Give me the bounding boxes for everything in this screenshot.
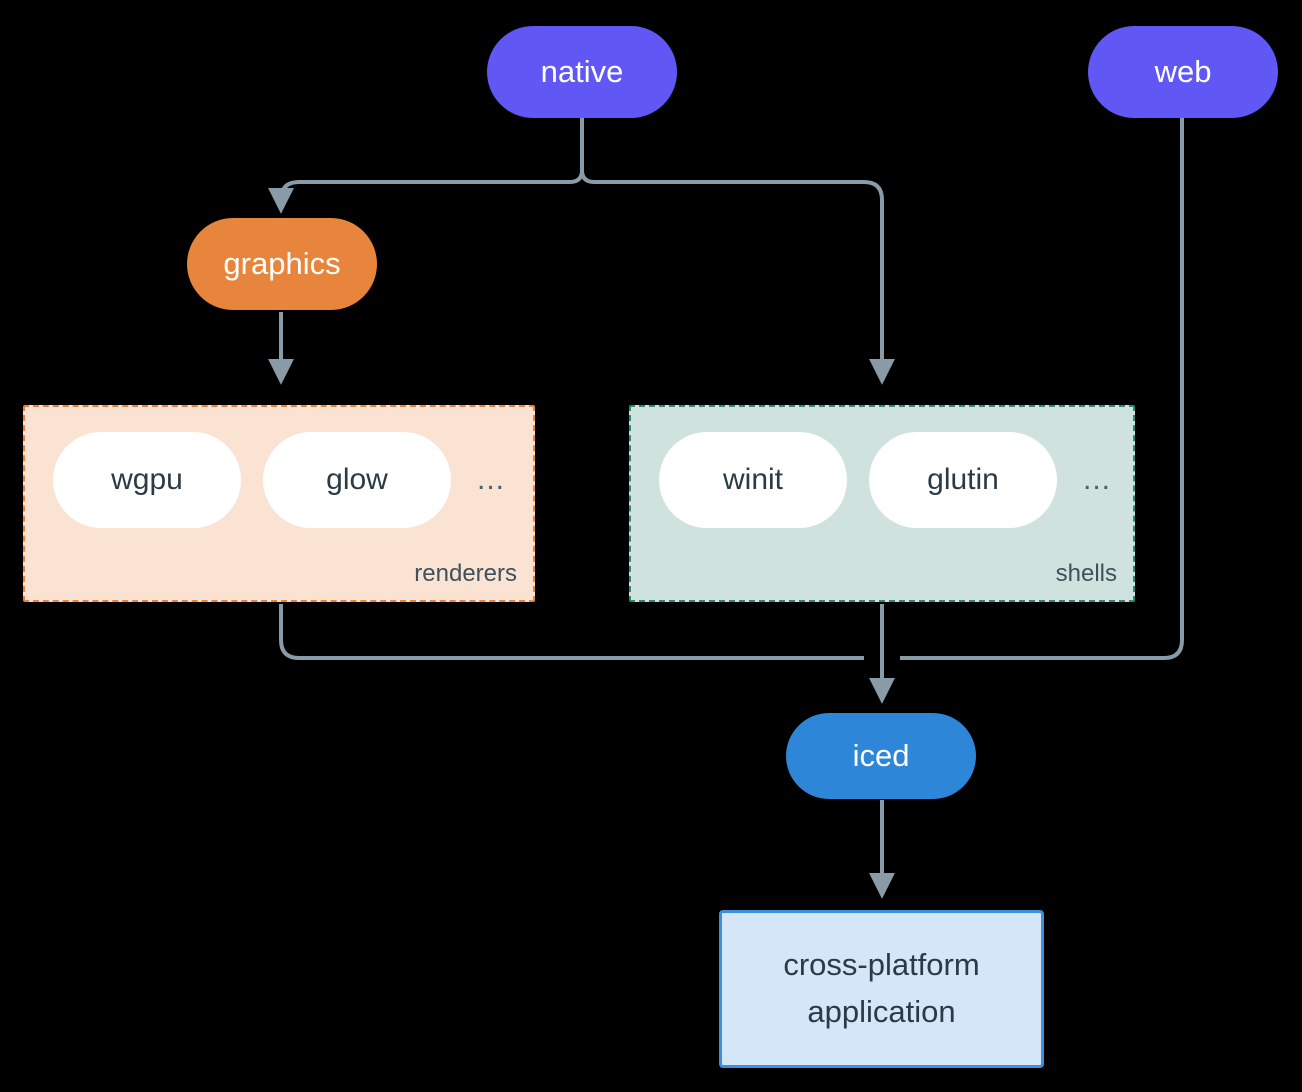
node-iced[interactable]: iced [786, 713, 976, 799]
leaf-wgpu-label: wgpu [111, 463, 183, 496]
group-shells-items: winit glutin ... [631, 432, 1133, 528]
node-cross-platform-application[interactable]: cross-platform application [719, 910, 1044, 1068]
leaf-glutin-label: glutin [927, 463, 999, 496]
node-web-label: web [1154, 53, 1212, 89]
group-renderers-label: renderers [414, 560, 517, 587]
renderers-overflow-ellipsis: ... [477, 463, 506, 496]
group-shells[interactable]: winit glutin ... shells [629, 405, 1135, 602]
group-shells-label: shells [1055, 560, 1117, 587]
application-label-line-1: cross-platform [783, 947, 980, 983]
leaf-glutin[interactable]: glutin [869, 432, 1057, 528]
edge-native-split [580, 118, 895, 385]
leaf-glow[interactable]: glow [263, 432, 451, 528]
leaf-winit-label: winit [722, 463, 783, 496]
leaf-wgpu[interactable]: wgpu [53, 432, 241, 528]
node-web[interactable]: web [1088, 26, 1278, 118]
shells-overflow-ellipsis: ... [1083, 463, 1112, 496]
application-label-line-2: application [807, 994, 956, 1029]
edge-native-graphics [268, 169, 584, 214]
leaf-glow-label: glow [326, 463, 388, 496]
edge-renderers-iced [279, 604, 864, 660]
node-graphics-label: graphics [223, 245, 341, 281]
node-iced-label: iced [852, 737, 910, 773]
node-graphics[interactable]: graphics [187, 218, 377, 310]
leaf-winit[interactable]: winit [659, 432, 847, 528]
node-native[interactable]: native [487, 26, 677, 118]
group-renderers[interactable]: wgpu glow ... renderers [23, 405, 535, 602]
node-native-label: native [540, 53, 624, 89]
group-renderers-items: wgpu glow ... [25, 432, 533, 528]
